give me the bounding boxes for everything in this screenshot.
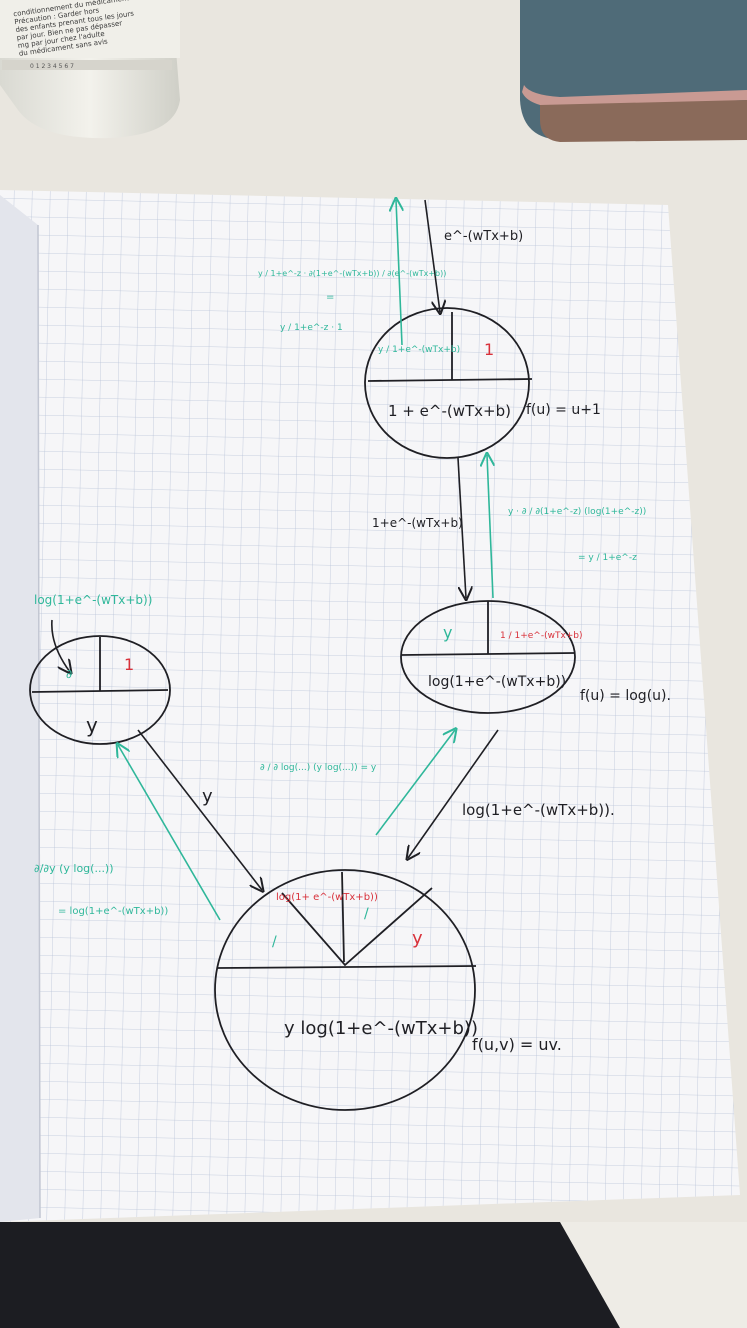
pill-bottle: conditionnement du médicament Précaution… (0, 0, 180, 139)
annotation-top-gradient-line1: y / 1+e^-z · ∂(1+e^-(wTx+b)) / ∂(e^-(wTx… (258, 269, 446, 278)
node-bottom-tick-right: / (364, 906, 369, 922)
edge-label-top-to-middle: 1+e^-(wTx+b) (372, 516, 463, 530)
node-middle-lower: log(1+e^-(wTx+b)) (428, 674, 566, 690)
edge-label-left-to-bottom: y (202, 786, 213, 807)
node-top-upper-right: 1 (484, 340, 494, 359)
left-page-edge (0, 195, 40, 1222)
node-top-circle (364, 307, 530, 459)
pencil-pouch (520, 0, 747, 142)
node-bottom-upper-left: log(1+ e^-(wTx+b)) (276, 892, 378, 903)
node-bottom-split (281, 887, 433, 967)
node-top-function: f(u) = u+1 (526, 402, 601, 418)
gradient-arrow-bottom-to-middle (375, 730, 455, 836)
node-top-lower: 1 + e^-(wTx+b) (388, 402, 511, 420)
edge-label-middle-to-bottom: log(1+e^-(wTx+b)). (462, 801, 615, 819)
node-top-upper-left: y / 1+e^-(wTx+b) (378, 345, 460, 355)
bottle-band-label: 0 1 2 3 4 5 6 7 (30, 63, 74, 70)
gradient-arrow-middle-to-top (487, 455, 493, 599)
node-bottom-function: f(u,v) = uv. (472, 1035, 562, 1054)
annotation-bottom-left-gradient-line1: ∂/∂y (y log(...)) (34, 862, 114, 875)
node-left-lower: y (86, 713, 98, 737)
table-right-corner (560, 1222, 747, 1328)
annotation-middle-gradient-line1: y · ∂ / ∂(1+e^-z) (log(1+e^-z)) (508, 507, 646, 517)
node-left-upper-right: 1 (124, 655, 134, 674)
node-bottom-lower: y log(1+e^-(wTx+b)) (284, 1018, 478, 1039)
node-top-divider (367, 378, 533, 382)
node-bottom-divider (217, 965, 477, 969)
edge-middle-to-bottom (408, 729, 499, 858)
edge-label-into-top: e^-(wTx+b) (444, 229, 523, 244)
annotation-middle-gradient-line2: = y / 1+e^-z (578, 553, 637, 563)
node-left-circle (29, 635, 171, 745)
node-bottom-circle (214, 869, 476, 1111)
gradient-arrow-top-out (396, 200, 402, 346)
gradient-arrow-bottom-to-left (118, 745, 221, 921)
node-middle-function: f(u) = log(u). (580, 688, 671, 704)
edge-left-to-bottom (137, 729, 262, 890)
graph-grid (0, 190, 740, 1222)
edge-top-to-middle (457, 457, 466, 598)
annotation-top-gradient-line2: y / 1+e^-z · 1 (280, 323, 343, 333)
edge-label-left-input: log(1+e^-(wTx+b)) (34, 593, 152, 607)
node-left-upper-left: ∂ (66, 667, 72, 681)
annotation-top-gradient-eq: = (326, 292, 334, 303)
annotation-bottom-right-gradient: ∂ / ∂ log(...) (y log(...)) = y (260, 763, 377, 773)
edge-left-input-hook (51, 619, 70, 672)
node-bottom-upper-right: y (412, 928, 423, 949)
page-binding (37, 224, 41, 1219)
edge-into-top (424, 199, 440, 312)
node-bottom-tick-left: / (272, 934, 277, 950)
node-middle-upper-left: y (443, 623, 452, 642)
annotation-bottom-left-gradient-line2: = log(1+e^-(wTx+b)) (58, 906, 168, 917)
node-middle-upper-right: 1 / 1+e^-(wTx+b) (500, 631, 583, 641)
